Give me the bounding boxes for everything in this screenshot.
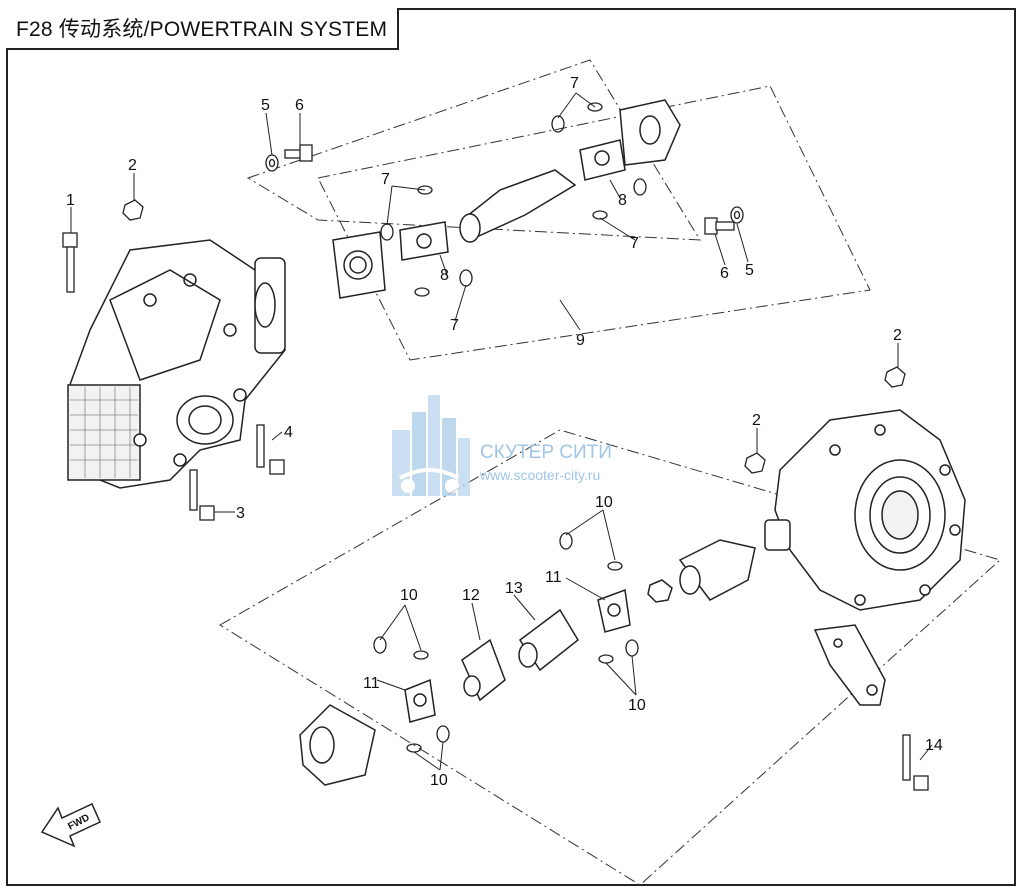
mount-bracket <box>813 624 886 706</box>
callout-12: 12 <box>462 587 480 604</box>
rear-differential <box>764 409 966 611</box>
front-propshaft <box>332 99 681 299</box>
front-bolt-1 <box>62 232 78 293</box>
washer-5-top <box>265 154 279 172</box>
rear-shaft-boundary <box>219 429 1001 886</box>
callout-7: 7 <box>450 317 459 334</box>
rear-circlips <box>373 532 639 753</box>
page-title: F28 传动系统/POWERTRAIN SYSTEM <box>6 8 400 50</box>
bolt-6-right <box>704 217 735 235</box>
diagram-frame <box>6 8 1016 886</box>
washer-5-right <box>730 206 744 224</box>
leader-lines <box>70 92 933 771</box>
callout-13: 13 <box>505 580 523 597</box>
propshaft-assembly-boundary <box>317 85 871 361</box>
callout-4: 4 <box>284 424 293 441</box>
callout-2: 2 <box>752 412 761 429</box>
bolt-3 <box>189 469 215 521</box>
front-shaft-boundary <box>246 59 701 241</box>
callout-10: 10 <box>628 697 646 714</box>
callout-8: 8 <box>440 267 449 284</box>
bolt-4 <box>256 424 285 475</box>
rear-nut-2b <box>744 452 766 474</box>
watermark-name: СКУТЕР СИТИ <box>480 442 612 463</box>
bolt-6-top <box>284 144 313 162</box>
callout-11: 11 <box>545 569 562 586</box>
callout-7: 7 <box>630 235 639 252</box>
callout-5: 5 <box>261 97 270 114</box>
fwd-arrow-icon <box>40 802 101 848</box>
callout-9: 9 <box>576 332 585 349</box>
rear-propshaft <box>299 539 756 786</box>
callout-10: 10 <box>430 772 448 789</box>
rear-nut-2a <box>884 366 906 388</box>
callout-11: 11 <box>363 675 380 692</box>
callout-3: 3 <box>236 505 245 522</box>
callout-8: 8 <box>618 192 627 209</box>
callout-10: 10 <box>595 494 613 511</box>
callout-2: 2 <box>128 157 137 174</box>
callout-6: 6 <box>295 97 304 114</box>
front-differential <box>67 239 286 489</box>
callout-6: 6 <box>720 265 729 282</box>
callout-2: 2 <box>893 327 902 344</box>
watermark-logo <box>392 395 470 496</box>
callout-7: 7 <box>570 75 579 92</box>
callout-14: 14 <box>925 737 943 754</box>
front-nut-2 <box>122 199 144 221</box>
bolt-14 <box>902 734 929 791</box>
callout-5: 5 <box>745 262 754 279</box>
callout-10: 10 <box>400 587 418 604</box>
callout-1: 1 <box>66 192 75 209</box>
callout-7: 7 <box>381 171 390 188</box>
watermark-url: www.scooter-city.ru <box>479 467 600 483</box>
